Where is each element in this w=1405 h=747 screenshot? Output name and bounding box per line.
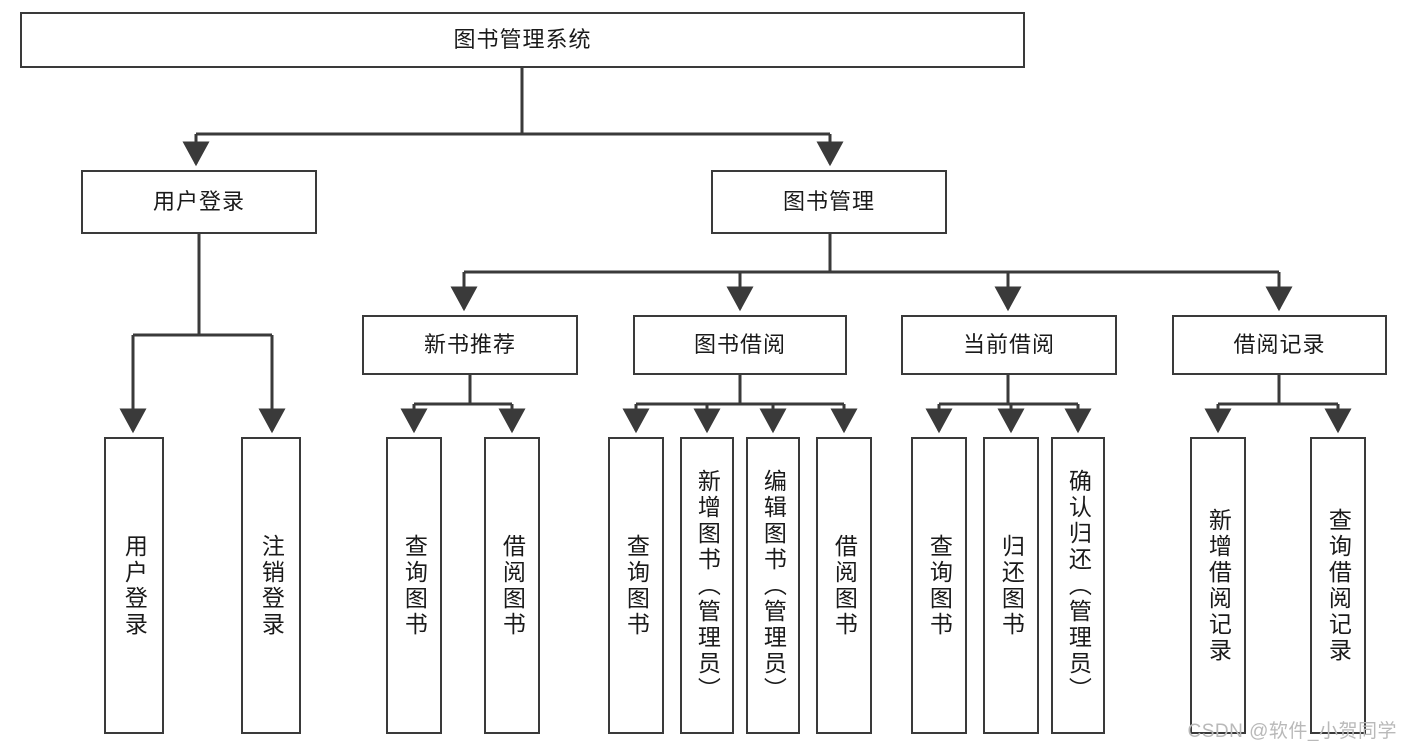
node-label: 查询图书 (623, 533, 650, 638)
node-bookmgmt[interactable]: 图书管理 (711, 170, 947, 234)
node-login[interactable]: 用户登录 (81, 170, 317, 234)
node-root[interactable]: 图书管理系统 (20, 12, 1025, 68)
node-label: 查询借阅记录 (1325, 507, 1352, 664)
node-l-qbook1[interactable]: 查询图书 (386, 437, 442, 734)
node-label: 新增借阅记录 (1205, 507, 1232, 664)
node-borrow[interactable]: 图书借阅 (633, 315, 847, 375)
node-l-logout[interactable]: 注销登录 (241, 437, 301, 734)
node-label: 新增图书（管理员） (694, 468, 721, 703)
node-label: 用户登录 (121, 533, 148, 638)
node-l-return[interactable]: 归还图书 (983, 437, 1039, 734)
node-l-editbook[interactable]: 编辑图书（管理员） (746, 437, 800, 734)
node-l-qbook2[interactable]: 查询图书 (608, 437, 664, 734)
node-current[interactable]: 当前借阅 (901, 315, 1117, 375)
node-label: 新书推荐 (423, 331, 516, 357)
node-label: 借阅图书 (831, 533, 858, 638)
node-label: 注销登录 (258, 533, 285, 638)
node-label: 借阅图书 (499, 533, 526, 638)
node-l-qrec[interactable]: 查询借阅记录 (1310, 437, 1366, 734)
node-l-addrec[interactable]: 新增借阅记录 (1190, 437, 1246, 734)
node-label: 当前借阅 (962, 331, 1055, 357)
node-l-bbook2[interactable]: 借阅图书 (816, 437, 872, 734)
node-l-bbook1[interactable]: 借阅图书 (484, 437, 540, 734)
node-label: 用户登录 (152, 188, 245, 214)
node-label: 借阅记录 (1233, 331, 1326, 357)
node-label: 查询图书 (401, 533, 428, 638)
node-records[interactable]: 借阅记录 (1172, 315, 1387, 375)
node-newbook[interactable]: 新书推荐 (362, 315, 578, 375)
node-label: 图书借阅 (693, 331, 786, 357)
node-label: 归还图书 (998, 533, 1025, 638)
node-label: 编辑图书（管理员） (760, 468, 787, 703)
node-l-confirm[interactable]: 确认归还（管理员） (1051, 437, 1105, 734)
node-l-qbook3[interactable]: 查询图书 (911, 437, 967, 734)
node-label: 确认归还（管理员） (1065, 468, 1092, 703)
node-label: 查询图书 (926, 533, 953, 638)
node-l-login[interactable]: 用户登录 (104, 437, 164, 734)
node-l-addbook[interactable]: 新增图书（管理员） (680, 437, 734, 734)
node-label: 图书管理 (782, 188, 875, 214)
node-label: 图书管理系统 (453, 26, 592, 52)
csdn-watermark: CSDN @软件_小贺同学 (1187, 721, 1397, 742)
